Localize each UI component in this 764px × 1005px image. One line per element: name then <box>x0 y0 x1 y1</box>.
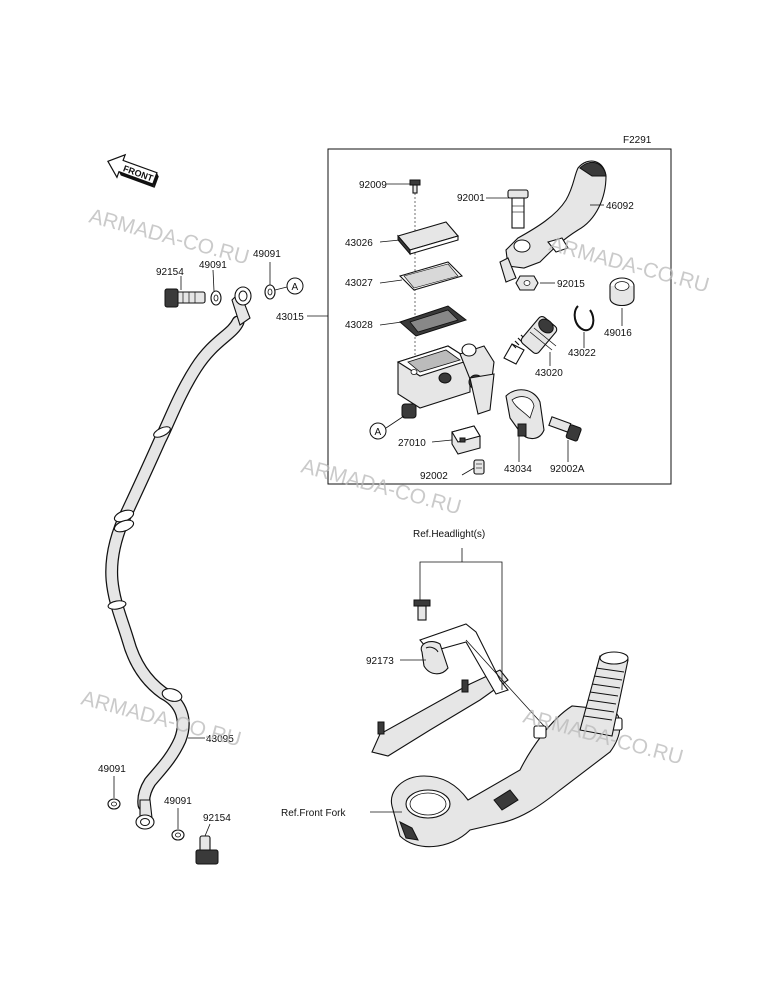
connector-a-inset <box>369 422 387 440</box>
label-43022: 43022 <box>568 348 596 359</box>
label-43034: 43034 <box>504 464 532 475</box>
label-27010: 27010 <box>398 438 426 449</box>
label-49091-bottom-b: 49091 <box>164 796 192 807</box>
banjo-bolt-92154-top <box>164 288 206 308</box>
label-43028: 43028 <box>345 320 373 331</box>
label-43027: 43027 <box>345 278 373 289</box>
label-49016: 49016 <box>604 328 632 339</box>
steering-stem <box>579 651 629 737</box>
screw-92009 <box>409 179 421 194</box>
watermark-3: ARMADA-CO.RU <box>299 455 464 520</box>
grommet-92173 <box>420 641 449 675</box>
label-92009: 92009 <box>359 180 387 191</box>
brake-hose-43095 <box>105 286 252 830</box>
label-92154-top: 92154 <box>156 267 184 278</box>
label-43020: 43020 <box>535 368 563 379</box>
diagram-code: F2291 <box>623 135 652 146</box>
triple-clamp <box>390 705 623 848</box>
label-ref-headlight: Ref.Headlight(s) <box>413 529 485 540</box>
master-cylinder-43015 <box>396 343 495 419</box>
diaphragm-43028 <box>399 305 468 337</box>
label-49091-top-a: 49091 <box>199 260 227 271</box>
label-49091-top-b: 49091 <box>253 249 281 260</box>
label-ref-front-fork: Ref.Front Fork <box>281 808 346 819</box>
inset-frame <box>327 148 672 485</box>
connector-a-inset-label: A <box>375 427 382 438</box>
nut-92015 <box>515 275 539 291</box>
banjo-bolt-92154-bottom <box>195 835 219 865</box>
plate-43027 <box>398 261 464 291</box>
bracket-bolt <box>413 599 431 621</box>
connector-a-hose-label: A <box>292 282 299 293</box>
label-92001: 92001 <box>457 193 485 204</box>
bushing-49016 <box>609 277 635 307</box>
clamp-bolt-92002A <box>548 416 582 442</box>
label-43026: 43026 <box>345 238 373 249</box>
clamp-43034 <box>505 389 545 440</box>
screw-92002 <box>473 459 485 475</box>
label-46092: 46092 <box>606 201 634 212</box>
label-43015: 43015 <box>276 312 304 323</box>
watermark-1: ARMADA-CO.RU <box>87 205 252 270</box>
piston-assembly-43020 <box>503 315 558 365</box>
circlip-43022 <box>573 305 595 332</box>
connector-a-hose <box>286 277 304 295</box>
reservoir-cap-43026 <box>397 221 459 256</box>
front-arrow-icon: FRONT <box>107 153 159 188</box>
brake-switch-27010 <box>451 425 481 455</box>
pivot-bolt-92001 <box>507 189 529 229</box>
label-92173: 92173 <box>366 656 394 667</box>
label-49091-bottom-a: 49091 <box>98 764 126 775</box>
label-92154-bottom: 92154 <box>203 813 231 824</box>
brake-lever-46092 <box>499 160 607 283</box>
label-92002: 92002 <box>420 471 448 482</box>
label-92015: 92015 <box>557 279 585 290</box>
label-43095: 43095 <box>206 734 234 745</box>
label-92002A: 92002A <box>550 464 585 475</box>
